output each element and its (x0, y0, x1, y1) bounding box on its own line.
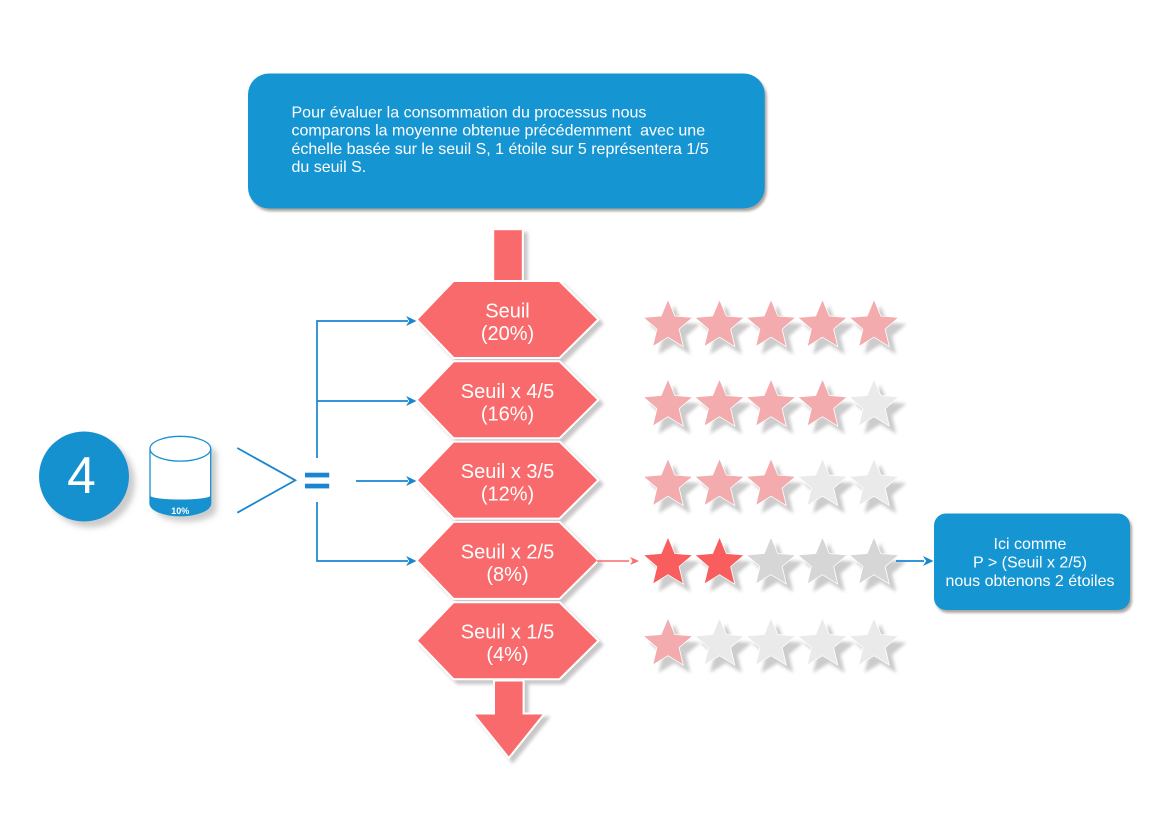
svg-text:(12%): (12%) (481, 484, 534, 506)
svg-text:4: 4 (67, 446, 96, 504)
svg-text:Seuil x 2/5: Seuil x 2/5 (461, 541, 554, 563)
svg-text:Seuil x 1/5: Seuil x 1/5 (461, 622, 554, 644)
svg-text:(8%): (8%) (486, 564, 528, 586)
svg-text:(4%): (4%) (486, 644, 528, 666)
svg-text:Pour évaluer la consommation d: Pour évaluer la consommation du processu… (292, 105, 647, 122)
svg-text:Seuil: Seuil (485, 301, 529, 323)
svg-text:(20%): (20%) (481, 323, 534, 345)
svg-text:(16%): (16%) (481, 403, 534, 425)
svg-text:10%: 10% (171, 506, 189, 516)
svg-text:échelle basée sur le seuil S,: échelle basée sur le seuil S, 1 étoile s… (292, 141, 709, 158)
svg-text:nous obtenons 2 étoiles: nous obtenons 2 étoiles (945, 573, 1114, 590)
svg-text:Seuil x 3/5: Seuil x 3/5 (461, 461, 554, 483)
svg-text:Ici comme: Ici comme (994, 536, 1067, 553)
svg-text:Seuil x 4/5: Seuil x 4/5 (461, 381, 554, 403)
svg-text:comparons la moyenne obtenue p: comparons la moyenne obtenue précédemmen… (292, 123, 706, 140)
svg-text:du seuil S.: du seuil S. (292, 159, 367, 176)
svg-text:P > (Seuil x 2/5): P > (Seuil x 2/5) (973, 555, 1087, 572)
